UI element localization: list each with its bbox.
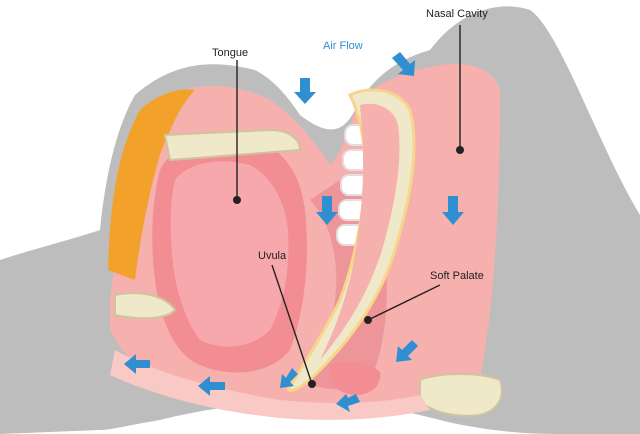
hyoid-bone — [419, 373, 503, 417]
arrow-diag-3 — [280, 368, 298, 388]
uvula — [329, 362, 381, 395]
tongue-highlight — [170, 161, 289, 347]
soft-palate-dot — [364, 316, 372, 324]
soft-palate-leader — [367, 284, 441, 321]
uvula-leader — [271, 264, 313, 385]
uvula-dot — [308, 380, 316, 388]
arrow-diag-1 — [392, 52, 415, 76]
hard-palate — [163, 128, 302, 162]
arrow-diag-2 — [396, 340, 418, 362]
leader-lines — [236, 25, 461, 385]
tongue-label: Tongue — [212, 47, 249, 59]
uvula-label: Uvula — [258, 250, 287, 262]
fat-layer — [108, 89, 195, 281]
airflow-arrows — [124, 52, 464, 412]
air-flow-label: Air Flow — [323, 40, 363, 52]
jaw-bone — [114, 292, 177, 320]
arrow-left-1 — [124, 354, 150, 374]
nasal-cavity-label: Nasal Cavity — [426, 8, 488, 20]
arrow-left-2 — [198, 376, 225, 396]
tongue-dot — [233, 196, 241, 204]
arrow-down-1 — [294, 78, 316, 104]
pointer-dots — [233, 146, 464, 388]
arrow-down-2 — [316, 196, 338, 225]
lower-airway-floor — [110, 350, 430, 420]
arrow-down-3 — [442, 196, 464, 225]
arrow-diag-4 — [336, 394, 360, 412]
soft-palate-inner — [320, 103, 400, 361]
soft-palate-label: Soft Palate — [430, 270, 484, 282]
nasal-cavity-dot — [456, 146, 464, 154]
